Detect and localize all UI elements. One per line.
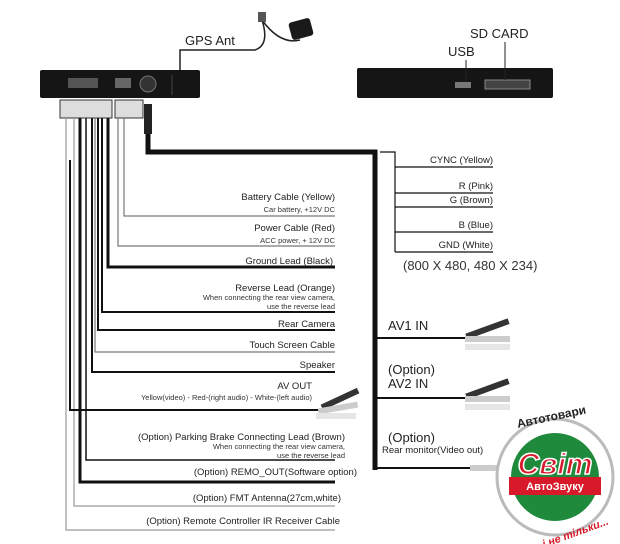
- cable-label: AV OUT: [277, 381, 312, 392]
- gps-cable: [179, 19, 301, 70]
- sd-card-label: SD CARD: [470, 26, 529, 41]
- cable-label: Ground Lead (Black): [245, 256, 333, 267]
- cable-label: Reverse Lead (Orange): [235, 283, 335, 294]
- cable-label: Battery Cable (Yellow): [241, 192, 335, 203]
- cable-note: When connecting the rear view camera,: [212, 442, 345, 451]
- usb-label: USB: [448, 44, 475, 59]
- cable-label: Power Cable (Red): [254, 223, 335, 234]
- harness-connector: [59, 99, 113, 119]
- pin-label: CYNC (Yellow): [430, 155, 493, 166]
- cable-label: Speaker: [299, 360, 335, 371]
- av1-in-label: AV1 IN: [388, 318, 429, 333]
- pin-label: B (Blue): [458, 220, 493, 231]
- pin-label: GND (White): [438, 240, 493, 251]
- cable-note: use the reverse lead: [277, 451, 345, 460]
- store-logo: Автотовари Світ АвтоЗвуку і не тільки...: [495, 402, 620, 544]
- sd-slot: [484, 79, 531, 90]
- gps-ant-label: GPS Ant: [185, 33, 235, 48]
- rear-monitor-label: Rear monitor(Video out): [382, 445, 484, 456]
- rca-plug-av2: [465, 378, 510, 410]
- resolution-label: (800 X 480, 480 X 234): [403, 258, 538, 273]
- harness-connector: [114, 99, 144, 119]
- av2-option-label: (Option): [388, 362, 435, 377]
- cable-label: (Option) FMT Antenna(27cm,white): [192, 493, 341, 504]
- cable-note: When connecting the rear view camera,: [202, 293, 335, 302]
- video-connector: [144, 104, 152, 134]
- cable-label: Rear Camera: [277, 319, 335, 330]
- pin-label: G (Brown): [449, 195, 493, 206]
- svg-text:Світ: Світ: [518, 448, 593, 481]
- rca-plug-rear: [470, 465, 500, 471]
- gps-antenna: [288, 18, 314, 40]
- unit-port: [115, 78, 131, 88]
- svg-text:АвтоЗвуку: АвтоЗвуку: [526, 481, 585, 493]
- av2-in-label: AV2 IN: [388, 376, 429, 391]
- rca-plug-av-out: [316, 387, 360, 419]
- cable-note: ACC power, + 12V DC: [260, 236, 335, 245]
- unit-port: [68, 78, 98, 88]
- pin-label: R (Pink): [458, 181, 493, 192]
- cable-note: Yellow(video) - Red-(right audio) - Whit…: [140, 393, 312, 402]
- cable-note: use the reverse lead: [267, 302, 335, 311]
- cable-note: Car battery, +12V DC: [263, 205, 335, 214]
- cable-label: (Option) Parking Brake Connecting Lead (…: [138, 432, 345, 443]
- usb-port: [455, 82, 471, 88]
- cable-label: (Option) Remote Controller IR Receiver C…: [146, 516, 340, 527]
- gps-socket: [139, 75, 157, 93]
- rear-option-label: (Option): [388, 430, 435, 445]
- rca-plug-av1: [465, 318, 510, 350]
- cable-label: Touch Screen Cable: [249, 340, 335, 351]
- cable-label: (Option) REMO_OUT(Software option): [193, 467, 357, 478]
